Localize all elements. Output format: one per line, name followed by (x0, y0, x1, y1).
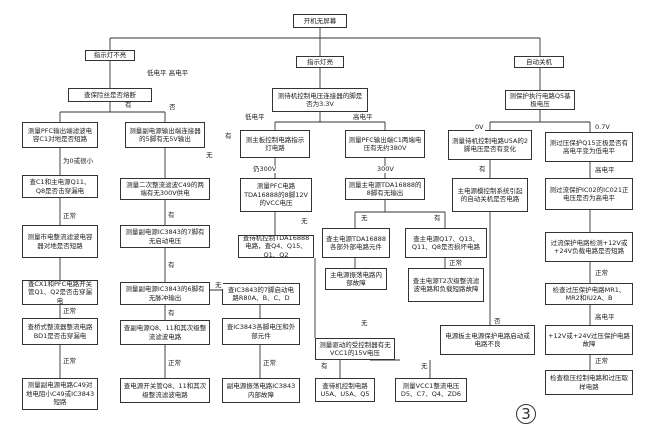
node-load-short: 过流保护电路检测+12V或+24V负载电路是否短路 (545, 232, 633, 262)
label-normal-r1: 正常 (594, 269, 609, 277)
label-no-m1: 无 (205, 151, 214, 159)
node-check-c1: 查C1和主电源Q11、Q8是否击穿漏电 (22, 175, 98, 198)
node-tda16888-out: 测量主电源TDA16888的8脚有无输出 (345, 178, 425, 200)
label-normal-c1: 正常 (448, 259, 463, 267)
label-no-m2: 无 (214, 281, 223, 289)
label-yes-c3: 有 (320, 362, 329, 370)
node-ic3843-pin6: 测量副电源IC3843的6脚有无脉冲输出 (120, 282, 210, 305)
node-pfc-380v: 测量PFC输出端C1两端电压有无约380V (345, 130, 425, 158)
node-pfc-short: 测量PFC输出端滤波电容C1对地是否短路 (22, 122, 98, 148)
label-300v: 300V (376, 165, 395, 173)
node-aux-5v: 测量副电源输出端连接器的5脚有无5V输出 (125, 122, 205, 148)
node-check-fuse: 查保险丝是否熔断 (68, 88, 152, 102)
node-indicator-off: 指示灯不亮 (85, 50, 135, 61)
node-indicator-on: 指示灯亮 (296, 56, 344, 68)
page-number: 3 (516, 404, 536, 424)
label-normal-a2: 正常 (62, 307, 77, 315)
label-normal-m2: 正常 (262, 359, 277, 367)
label-low-high: 低电平 高电平 (146, 69, 190, 77)
node-osc-fault: 主电源振荡电路内部故障 (325, 268, 387, 290)
node-tda16888-ext: 查主电源TDA16888各部外部电路元件 (322, 228, 390, 258)
node-c49-short: 测量副电源电路C49对地电阻小C49或IC3843短路 (22, 378, 98, 410)
label-yes-m3: 有 (167, 309, 176, 317)
label-yes-c1: 有 (224, 132, 233, 140)
node-check-standby: 查待机控制TDA16888电路，查Q4、Q15、Q1、Q2 (238, 235, 314, 258)
node-main-protect-fault: 电源板主电源保护电路启动或电路不良 (440, 325, 535, 355)
label-yes-c2: 有 (433, 214, 442, 222)
node-vcc1-rect: 测量VCC1整流电压D5、C7、Q4、ZD6 (395, 378, 467, 402)
node-regulator-sampling: 检查稳压控制电路和过压取样电路 (545, 370, 633, 395)
node-q17-q13: 查主电源Q17、Q13、Q11、Q8是否损坏电路 (405, 228, 487, 258)
node-ic3843-pins: 查IC3843各脚电压和外部元件 (222, 318, 300, 345)
label-07v: 0.7V (594, 123, 611, 131)
node-r80: 查IC3843的7脚启动电路R80A、B、C、D (222, 283, 300, 305)
label-no-c3: 无 (360, 319, 369, 327)
node-ic3843-pin7: 测量副电源IC3843的7脚有无启动电压 (120, 225, 210, 248)
label-yes-m2: 有 (167, 261, 176, 269)
node-ic3843-fault: 副电源振荡电路IC3843内部故障 (222, 378, 300, 403)
node-auto-shutdown: 自动关机 (514, 56, 564, 68)
node-check-cx1: 查CX1和PFC电路开关管Q1、Q2是否击穿漏电 (22, 280, 98, 305)
label-high-r: 高电平 (594, 166, 616, 174)
node-protect-q5: 测保护执行电路Q5基极电压 (505, 90, 575, 110)
label-yes-r1: 有 (478, 165, 487, 173)
label-0v: 0V (474, 123, 485, 131)
label-still-300v: 仍300V (252, 165, 278, 173)
node-main-osc-shutdown: 主电源模控制系统引起的自动关机是否电路 (452, 178, 528, 212)
node-mr1-mr2: 检查过压保护电路MR1、MR2和IU2A、B (545, 283, 633, 305)
label-yes-m1: 有 (167, 211, 176, 219)
node-vcc1-15v: 测量驱动的受控制器有无VCC1的15V电压 (315, 338, 395, 360)
label-normal-a1: 正常 (62, 212, 77, 220)
label-no-c4: 无 (420, 362, 429, 370)
node-aux-q8: 查副电源Q8、11和其次级整流滤波电路 (120, 320, 210, 345)
label-normal-m1: 正常 (167, 359, 182, 367)
node-u5a-pin2: 测量待机控制电路U5A的2脚电压是否有变化 (448, 130, 532, 160)
label-low: 低电平 (244, 113, 266, 121)
node-mainboard-led: 测主板控制电路指示灯电路 (240, 130, 310, 158)
node-switch-q8: 查电源开关管Q8、11和其次级整流滤波电路 (120, 378, 210, 403)
label-no-a: 否 (168, 103, 177, 111)
label-high: 高电平 (352, 113, 374, 121)
label-no-c1: 无 (300, 217, 309, 225)
label-no-r1: 否 (493, 317, 502, 325)
label-normal-a3: 正常 (62, 357, 77, 365)
node-standby-u5a: 查待机控制电路U5A、U5A、Q5 (315, 378, 375, 402)
node-q15-overvolt: 测过压保护Q15正极是否有高电平变为低电平 (545, 132, 633, 162)
node-c49-300v: 测量二次整流滤波C49的两端有无300V供电 (120, 178, 210, 200)
label-no-c2: 无 (360, 214, 369, 222)
label-zero-low: 为0或很小 (62, 157, 95, 165)
node-ic02-overcurrent: 测过流保护IC02的IC021正电压是否为高电平 (545, 178, 633, 210)
node-mains-cap: 测量市电整流滤波电容器对地是否短路 (22, 225, 98, 258)
label-normal-r2: 正常 (594, 357, 609, 365)
label-yes-a: 有 (124, 101, 133, 109)
node-tda16888-vcc: 测量PFC电路TDA16888的8脚12V的VCC电压 (240, 178, 312, 212)
node-standby-voltage: 测待机控制电压连接器的脚是否为3.3V (272, 88, 368, 112)
node-root: 开机无屏幕 (293, 14, 347, 28)
node-bridge: 查桥式整流器整流电路BD1是否击穿漏电 (22, 318, 98, 345)
node-overvolt-fault: +12V或+24V过压保护电路故障 (545, 325, 633, 355)
label-high-r2: 高电平 (594, 313, 616, 321)
node-t2-secondary: 查主电源T2次级整流滤波电路和负载短路故障 (408, 268, 484, 302)
